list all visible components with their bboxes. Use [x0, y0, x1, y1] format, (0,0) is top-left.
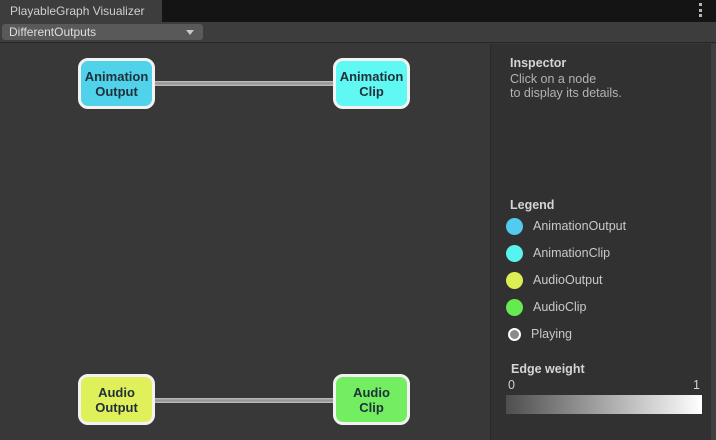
legend-item-playing: Playing: [491, 321, 712, 347]
legend-label: Playing: [531, 327, 572, 341]
legend: Legend AnimationOutput AnimationClip Aud…: [491, 198, 712, 347]
legend-label: AudioClip: [533, 300, 587, 314]
edge-weight-title: Edge weight: [511, 362, 585, 376]
edge-weight-max: 1: [693, 378, 700, 392]
graph-edge: [150, 81, 338, 86]
edge-weight-gradient: [506, 395, 702, 414]
legend-title: Legend: [510, 198, 555, 212]
chevron-down-icon: [186, 30, 194, 35]
tab-bar: PlayableGraph Visualizer: [0, 0, 716, 22]
edge-weight-min: 0: [508, 378, 515, 392]
animationoutput-color-dot: [506, 217, 523, 235]
legend-label: AnimationOutput: [533, 219, 627, 233]
audioclip-color-dot: [506, 298, 523, 316]
toolbar: DifferentOutputs: [0, 22, 716, 43]
window-right-edge: [711, 44, 716, 440]
legend-item-animationclip: AnimationClip: [491, 240, 712, 266]
node-audio-output[interactable]: Audio Output: [78, 374, 155, 425]
kebab-menu-icon[interactable]: [699, 3, 703, 17]
tab-playablegraph-visualizer[interactable]: PlayableGraph Visualizer: [0, 0, 162, 22]
legend-label: AudioOutput: [533, 273, 603, 287]
inspector-hint: Click on a node to display its details.: [510, 72, 622, 100]
graph-select-value: DifferentOutputs: [9, 25, 97, 39]
legend-item-audiooutput: AudioOutput: [491, 267, 712, 293]
inspector-panel: Inspector Click on a node to display its…: [490, 44, 711, 440]
graph-select-dropdown[interactable]: DifferentOutputs: [2, 24, 203, 40]
node-audio-clip[interactable]: Audio Clip: [333, 374, 410, 425]
legend-label: AnimationClip: [533, 246, 611, 260]
node-animation-clip[interactable]: Animation Clip: [333, 58, 410, 109]
legend-item-audioclip: AudioClip: [491, 294, 712, 320]
edge-weight-labels: 0 1: [506, 378, 702, 392]
edge-weight-section: Edge weight 0 1: [506, 362, 702, 414]
animationclip-color-dot: [506, 244, 523, 262]
inspector-title: Inspector: [510, 56, 567, 70]
legend-item-animationoutput: AnimationOutput: [491, 213, 712, 239]
graph-edge: [150, 398, 338, 403]
graph-canvas[interactable]: Animation Output Animation Clip Audio Ou…: [0, 44, 490, 440]
playing-color-dot: [508, 327, 521, 341]
node-animation-output[interactable]: Animation Output: [78, 58, 155, 109]
audiooutput-color-dot: [506, 271, 523, 289]
